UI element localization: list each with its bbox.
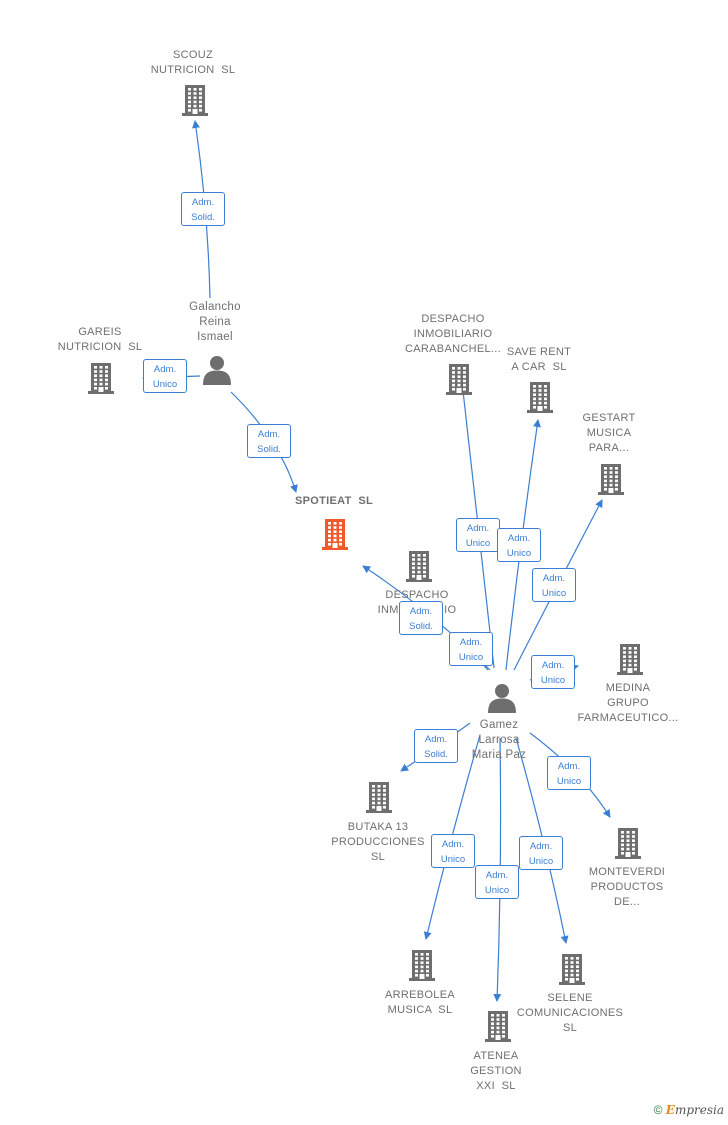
person-icon-galancho[interactable] xyxy=(202,355,232,390)
building-icon-despacho_carab[interactable] xyxy=(446,363,472,400)
node-label-galancho[interactable]: Galancho Reina Ismael xyxy=(189,301,241,343)
node-label-atenea[interactable]: ATENEA GESTION XXI SL xyxy=(470,1050,522,1092)
empresia-logo: Empresia xyxy=(665,1103,724,1117)
node-label-selene[interactable]: SELENE COMUNICACIONES SL xyxy=(516,992,624,1034)
building-icon-spotieat[interactable] xyxy=(322,518,348,555)
relation-badge-gamez-to-despacho_us[interactable]: Adm. Unico xyxy=(449,632,493,666)
building-icon-save_rent[interactable] xyxy=(527,381,553,418)
relation-badge-gamez-to-atenea[interactable]: Adm. Unico xyxy=(475,865,519,899)
building-icon-despacho_us[interactable] xyxy=(406,550,432,587)
relation-badge-gamez-to-despacho_carab[interactable]: Adm. Unico xyxy=(456,518,500,552)
node-label-despacho_carab[interactable]: DESPACHO INMOBILIARIO CARABANCHEL... xyxy=(405,313,501,355)
building-icon-selene[interactable] xyxy=(559,953,585,990)
person-icon-gamez[interactable] xyxy=(487,683,517,718)
node-label-arrebolea[interactable]: ARREBOLEA MUSICA SL xyxy=(385,989,455,1016)
relation-badge-gamez-to-spotieat[interactable]: Adm. Solid. xyxy=(399,601,443,635)
building-icon-arrebolea[interactable] xyxy=(409,949,435,986)
relation-badge-gamez-to-arrebolea[interactable]: Adm. Unico xyxy=(431,834,475,868)
footer-brand[interactable]: © Empresia xyxy=(654,1103,724,1117)
relation-badge-galancho-to-gareis[interactable]: Adm. Unico xyxy=(143,359,187,393)
building-icon-medina[interactable] xyxy=(617,643,643,680)
relation-badge-gamez-to-save_rent[interactable]: Adm. Unico xyxy=(497,528,541,562)
node-label-butaka[interactable]: BUTAKA 13 PRODUCCIONES SL xyxy=(331,821,425,863)
building-icon-monteverdi[interactable] xyxy=(615,827,641,864)
node-label-gareis[interactable]: GAREIS NUTRICION SL xyxy=(57,326,143,353)
building-icon-gestart[interactable] xyxy=(598,463,624,500)
node-label-scouz[interactable]: SCOUZ NUTRICION SL xyxy=(150,49,236,76)
copyright-symbol: © xyxy=(653,1103,663,1117)
node-label-save_rent[interactable]: SAVE RENT A CAR SL xyxy=(506,346,572,373)
node-label-medina[interactable]: MEDINA GRUPO FARMACEUTICO... xyxy=(577,682,679,724)
node-label-monteverdi[interactable]: MONTEVERDI PRODUCTOS DE... xyxy=(588,866,666,908)
building-icon-atenea[interactable] xyxy=(485,1010,511,1047)
relation-badge-gamez-to-medina[interactable]: Adm. Unico xyxy=(531,655,575,689)
node-label-gamez[interactable]: Gamez Larrosa Maria Paz xyxy=(471,719,527,761)
relation-badge-galancho-to-spotieat[interactable]: Adm. Solid. xyxy=(247,424,291,458)
relation-badge-gamez-to-butaka[interactable]: Adm. Solid. xyxy=(414,729,458,763)
relation-badge-gamez-to-selene[interactable]: Adm. Unico xyxy=(519,836,563,870)
building-icon-scouz[interactable] xyxy=(182,84,208,121)
relation-badge-galancho-to-scouz[interactable]: Adm. Solid. xyxy=(181,192,225,226)
node-label-gestart[interactable]: GESTART MUSICA PARA... xyxy=(582,412,636,454)
node-label-spotieat[interactable]: SPOTIEAT SL xyxy=(295,495,373,507)
building-icon-gareis[interactable] xyxy=(88,362,114,399)
building-icon-butaka[interactable] xyxy=(366,781,392,818)
relation-badge-gamez-to-monteverdi[interactable]: Adm. Unico xyxy=(547,756,591,790)
relation-badge-gamez-to-gestart[interactable]: Adm. Unico xyxy=(532,568,576,602)
